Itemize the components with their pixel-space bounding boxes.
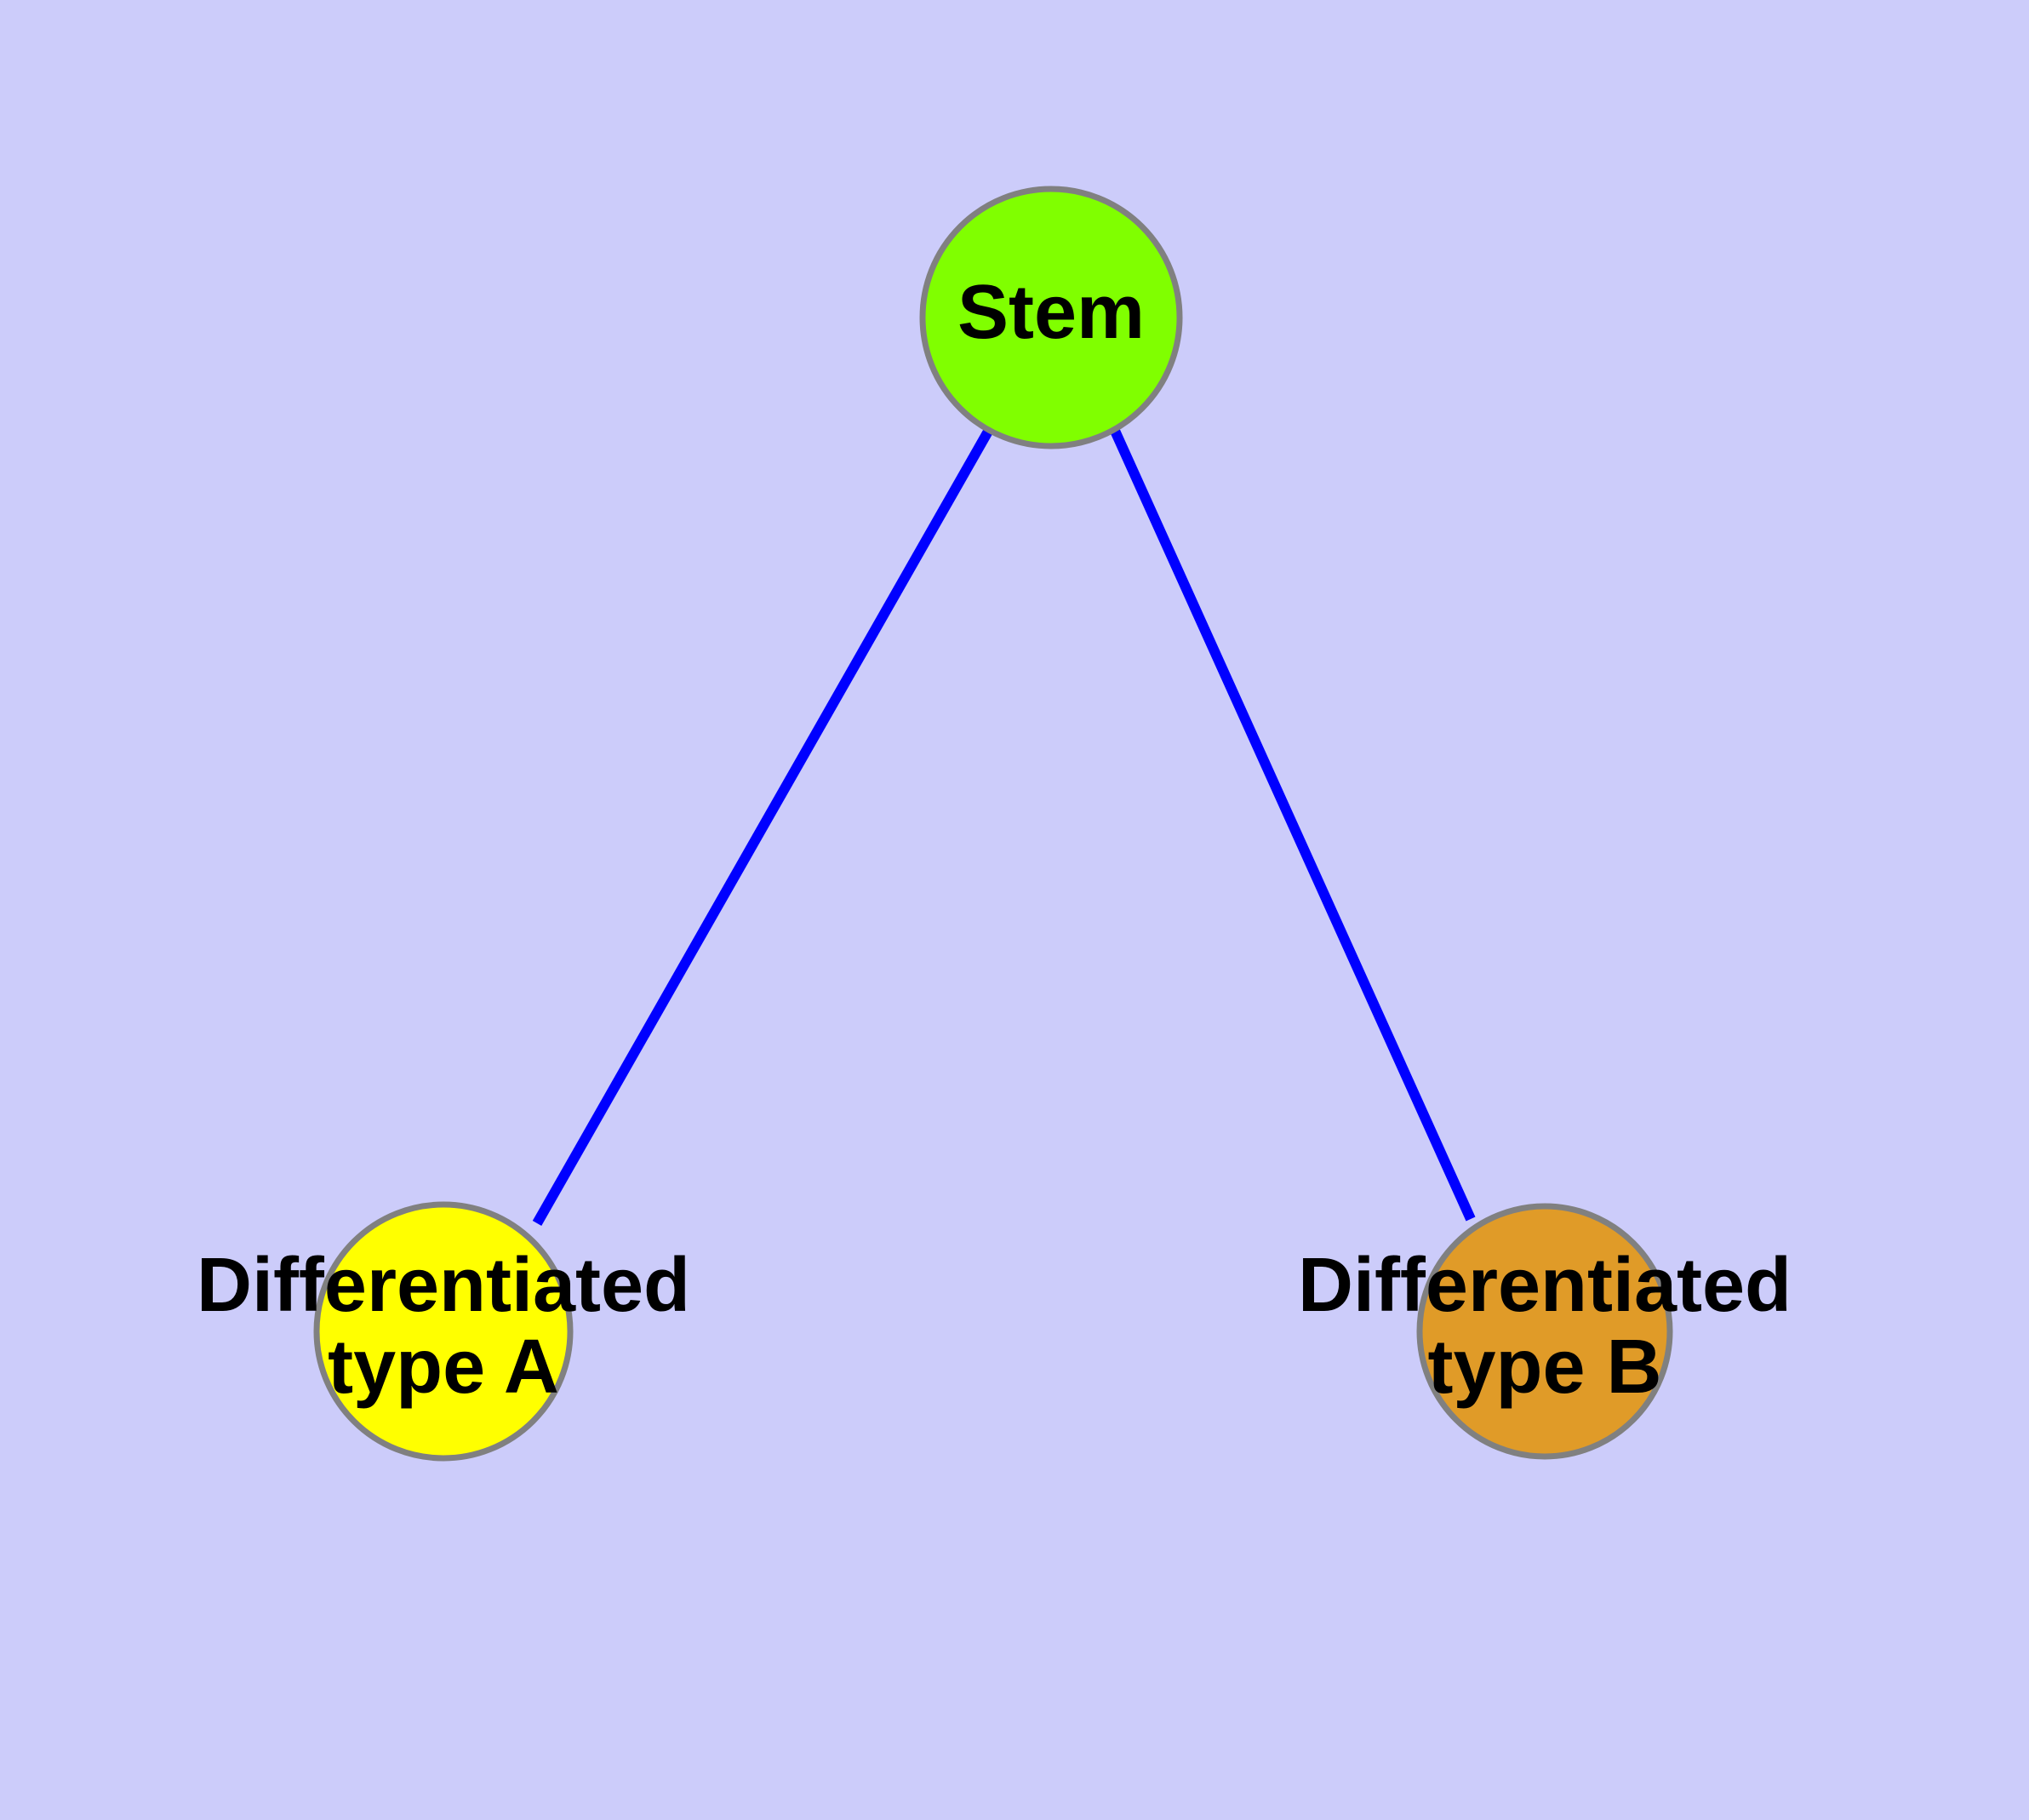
edges-layer (532, 427, 1476, 1226)
edge-stem-to-diff_b (1110, 428, 1476, 1222)
node-circle-diff_a[interactable] (313, 1201, 574, 1462)
node-circle-stem[interactable] (919, 186, 1183, 449)
node-stem[interactable]: Stem (919, 186, 1183, 449)
edge-stem-to-diff_a (532, 427, 994, 1226)
node-circle-diff_b[interactable] (1416, 1203, 1673, 1460)
